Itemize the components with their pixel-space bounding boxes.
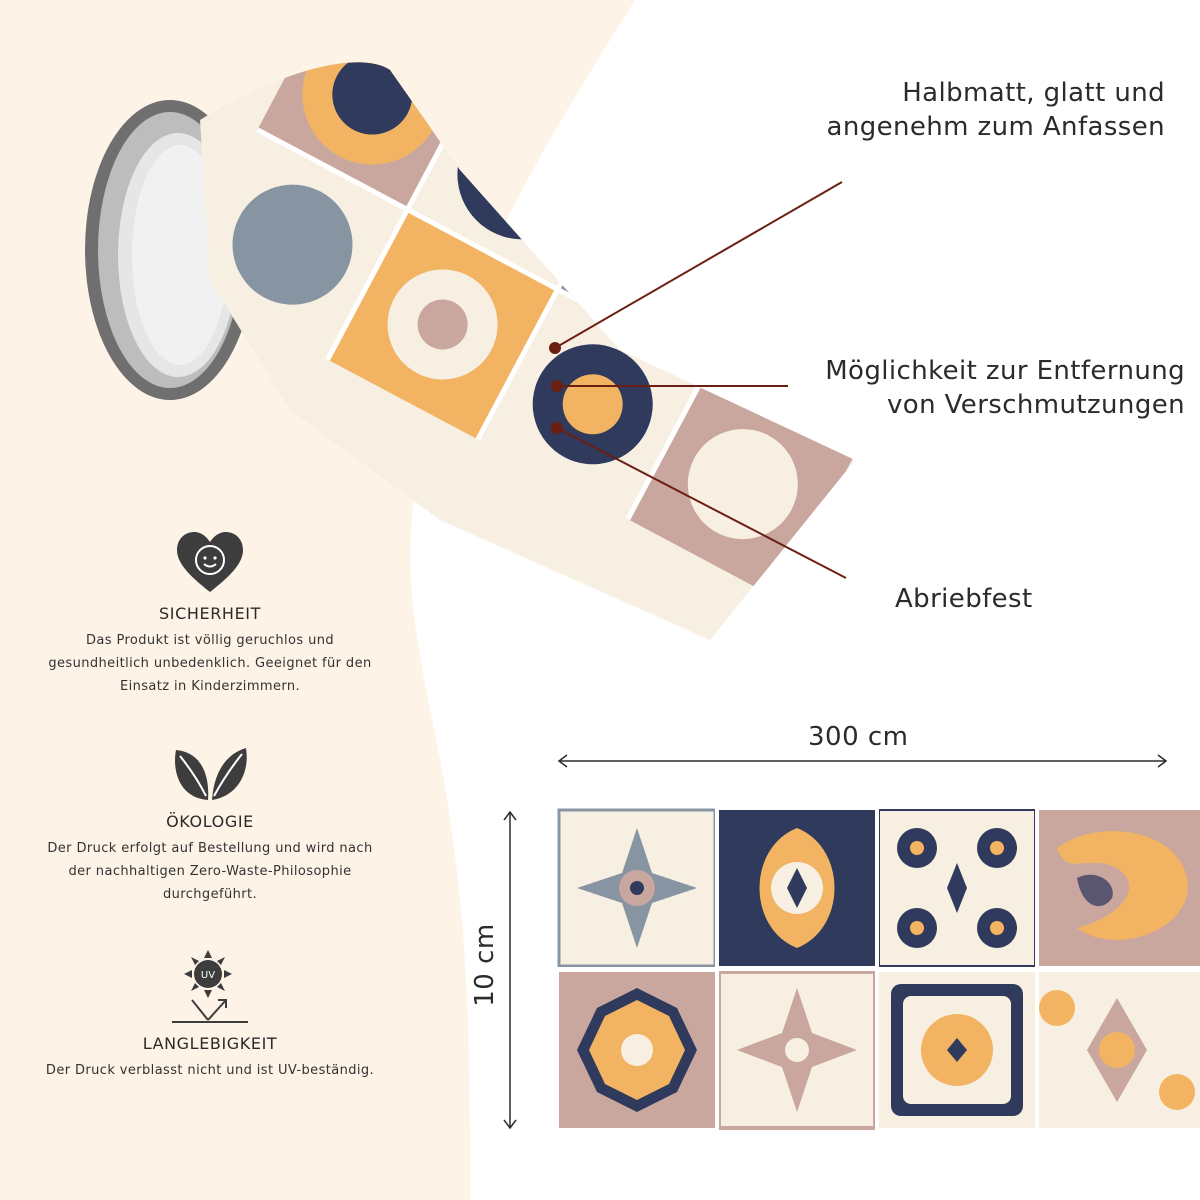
callout-entfernung: Möglichkeit zur Entfernung von Verschmut… xyxy=(825,354,1185,422)
callout-line: Halbmatt, glatt und xyxy=(902,78,1165,108)
length-label: 300 cm xyxy=(808,722,909,752)
feature-title: LANGLEBIGKEIT xyxy=(142,1034,278,1053)
callout-line: Abriebfest xyxy=(895,584,1033,614)
tile-strip xyxy=(557,808,1200,1132)
feature-sicherheit: SICHERHEIT Das Produkt ist völlig geruch… xyxy=(40,530,380,698)
tile xyxy=(1039,972,1200,1128)
uv-label: UV xyxy=(201,970,215,981)
tile xyxy=(719,810,875,966)
callout-line: von Verschmutzungen xyxy=(887,390,1185,420)
tile xyxy=(1039,810,1200,966)
callout-halbmatt: Halbmatt, glatt und angenehm zum Anfasse… xyxy=(827,76,1166,144)
tile xyxy=(717,970,877,1130)
feature-description: Der Druck erfolgt auf Bestellung und wir… xyxy=(47,841,373,902)
feature-oekologie: ÖKOLOGIE Der Druck erfolgt auf Bestellun… xyxy=(40,742,380,906)
feature-langlebigkeit: UV LANGLEBIGKEIT Der Druck verblasst nic… xyxy=(40,950,380,1082)
callout-line: angenehm zum Anfassen xyxy=(826,112,1165,142)
uv-sun-icon: UV xyxy=(172,950,248,1023)
callout-abriebfest: Abriebfest xyxy=(895,582,1033,616)
callout-line: Möglichkeit zur Entfernung xyxy=(825,356,1185,386)
tile xyxy=(879,972,1035,1128)
heart-baby-icon xyxy=(177,532,243,592)
height-arrow xyxy=(503,810,517,1130)
height-label: 10 cm xyxy=(470,923,500,1007)
feature-description: Der Druck verblasst nicht und ist UV-bes… xyxy=(45,1063,375,1078)
length-arrow xyxy=(557,754,1168,768)
tile-roll-illustration xyxy=(85,62,855,640)
leaves-icon xyxy=(175,748,247,800)
feature-description: Das Produkt ist völlig geruchlos und ges… xyxy=(48,633,372,694)
tile xyxy=(559,972,715,1128)
feature-title: ÖKOLOGIE xyxy=(166,812,254,831)
tile xyxy=(557,808,717,968)
feature-title: SICHERHEIT xyxy=(159,604,261,623)
tile xyxy=(878,809,1036,967)
